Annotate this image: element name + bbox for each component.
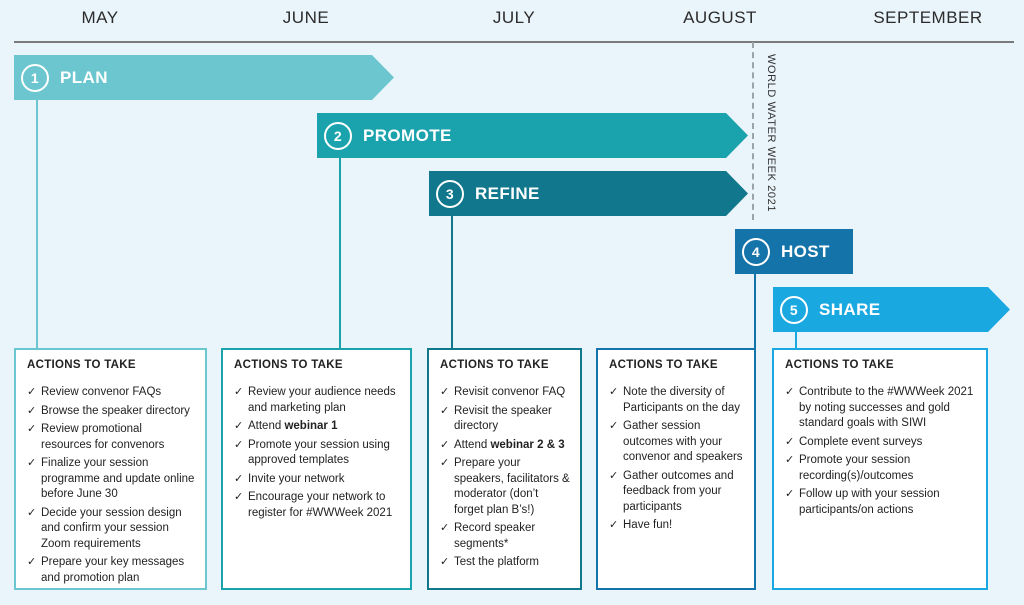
month-september: SEPTEMBER — [873, 8, 983, 27]
phase-label-share: SHARE — [819, 299, 881, 319]
action-item: Test the platform — [440, 555, 570, 571]
action-item: Follow up with your session participants… — [785, 487, 976, 518]
promote-actions-card: ACTIONS TO TAKE Review your audience nee… — [221, 348, 412, 590]
month-june: JUNE — [282, 8, 330, 27]
action-item: Review convenor FAQs — [27, 385, 195, 401]
action-item: Finalize your session programme and upda… — [27, 456, 195, 503]
plan-connector — [36, 100, 38, 348]
action-item: Decide your session design and confirm y… — [27, 506, 195, 553]
phase-label-host: HOST — [781, 241, 830, 261]
phase-number-1: 1 — [21, 64, 49, 92]
action-item: Have fun! — [609, 518, 744, 534]
month-august: AUGUST — [683, 8, 757, 27]
action-item: Promote your session using approved temp… — [234, 438, 400, 469]
timeline-axis — [14, 41, 1014, 43]
phase-refine: 3 REFINE — [429, 171, 748, 216]
world-water-week-label: WORLD WATER WEEK 2021 — [765, 54, 777, 213]
action-item: Note the diversity of Participants on th… — [609, 385, 744, 416]
phase-number-2: 2 — [324, 122, 352, 150]
card-title: ACTIONS TO TAKE — [27, 359, 136, 371]
action-item: Promote your session recording(s)/outcom… — [785, 453, 976, 484]
phase-host: 4 HOST — [735, 229, 853, 274]
phase-label-promote: PROMOTE — [363, 125, 452, 145]
action-item: Gather session outcomes with your conven… — [609, 419, 744, 466]
action-list: Revisit convenor FAQ Revisit the speaker … — [440, 385, 570, 571]
share-actions-card: ACTIONS TO TAKE Contribute to the #WWWee… — [772, 348, 988, 590]
card-title: ACTIONS TO TAKE — [440, 359, 549, 371]
action-item-text: Attend — [248, 420, 285, 432]
action-item: Invite your network — [234, 472, 400, 488]
month-may: MAY — [81, 8, 119, 27]
world-water-week-divider — [752, 42, 754, 220]
action-item: Contribute to the #WWWeek 2021 by noting… — [785, 385, 976, 432]
refine-actions-card: ACTIONS TO TAKE Revisit convenor FAQRevi… — [427, 348, 582, 590]
promote-connector — [339, 158, 341, 348]
share-connector — [795, 332, 797, 348]
action-item: Revisit the speaker directory — [440, 404, 570, 435]
phase-number-4: 4 — [742, 237, 770, 266]
action-item: Record speaker segments* — [440, 521, 570, 552]
phase-plan: 1 PLAN — [14, 55, 394, 100]
card-title: ACTIONS TO TAKE — [609, 359, 718, 371]
action-item-emphasis: webinar 1 — [284, 420, 338, 432]
action-list: Note the diversity of Participants on th… — [609, 385, 744, 534]
action-list: Contribute to the #WWWeek 2021 by noting… — [785, 385, 976, 518]
plan-actions-card: ACTIONS TO TAKE Review convenor FAQsBrow… — [14, 348, 207, 590]
host-connector — [754, 274, 756, 348]
action-item-emphasis: webinar 2 & 3 — [490, 438, 565, 451]
phase-share: 5 SHARE — [773, 287, 1010, 332]
action-item: Prepare your speakers, facilitators & mo… — [440, 456, 570, 518]
action-list: Review convenor FAQsBrowse the speaker d… — [27, 385, 195, 586]
phase-label-plan: PLAN — [60, 67, 108, 87]
action-item: Attend webinar 2 & 3 — [440, 438, 570, 454]
action-item: Review promotional resources for conveno… — [27, 422, 195, 453]
phase-label-refine: REFINE — [475, 183, 540, 203]
action-item: Gather outcomes and feedback from your p… — [609, 469, 744, 516]
action-item: Review your audience needs and marketing… — [234, 385, 400, 416]
action-item: Revisit convenor FAQ — [440, 385, 570, 401]
phase-promote: 2 PROMOTE — [317, 113, 748, 158]
phase-number-5: 5 — [780, 296, 808, 324]
action-item: Prepare your key messages and promotion … — [27, 555, 195, 586]
refine-connector — [451, 216, 453, 348]
action-item: Complete event surveys — [785, 435, 976, 451]
action-list: Review your audience needs and marketing… — [234, 385, 400, 521]
action-item: Browse the speaker directory — [27, 404, 195, 420]
card-title: ACTIONS TO TAKE — [785, 359, 894, 371]
month-july: JULY — [492, 8, 536, 27]
action-item: Encourage your network to register for #… — [234, 490, 400, 521]
action-item-text: Attend — [454, 438, 491, 451]
host-actions-card: ACTIONS TO TAKE Note the diversity of Pa… — [596, 348, 756, 590]
card-title: ACTIONS TO TAKE — [234, 359, 343, 371]
action-item: Attend webinar 1 — [234, 419, 400, 435]
phase-number-3: 3 — [436, 180, 464, 208]
